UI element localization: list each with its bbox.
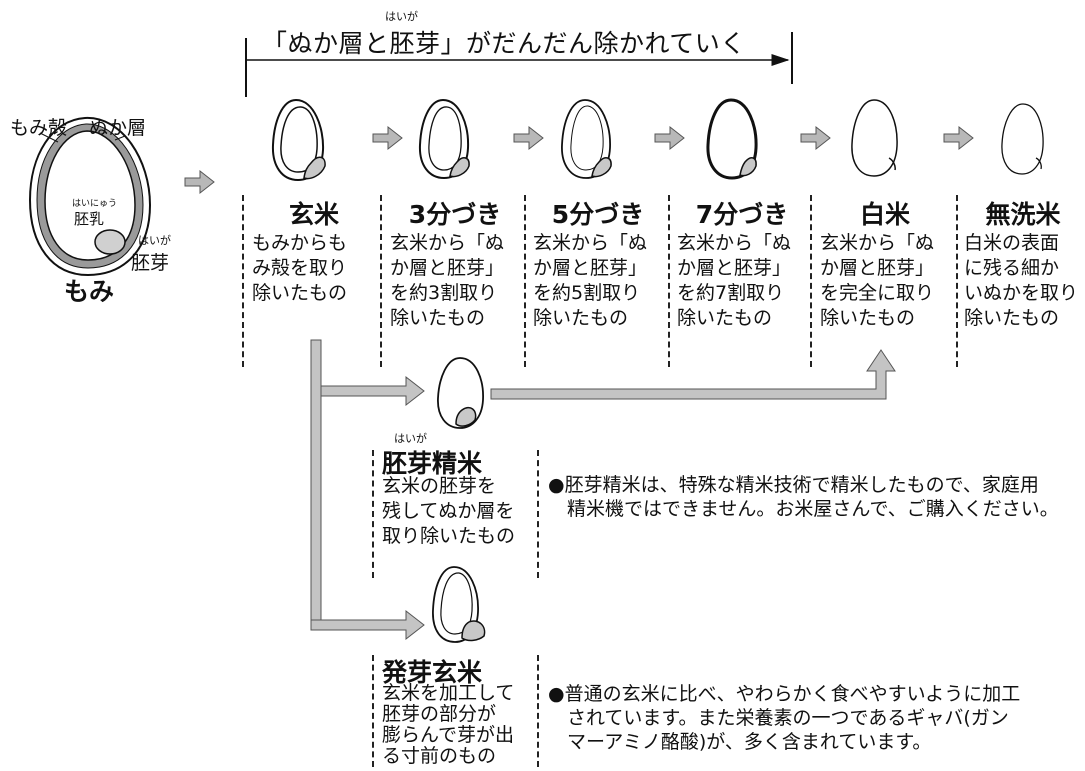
note-line: ●胚芽精米は、特殊な精米技術で精米したもので、家庭用	[548, 474, 1039, 496]
stage-desc-line: み殻を取り	[252, 257, 348, 279]
stage-title: 玄米	[288, 200, 339, 229]
grain-hakumai	[851, 99, 898, 177]
stage-desc-line: 除いたもの	[533, 307, 629, 329]
stage-desc-line: か層と胚芽」	[820, 257, 935, 279]
desc-line: 玄米の胚芽を	[382, 475, 497, 497]
separator-3	[668, 195, 670, 367]
momi-hull-label: もみ殻	[10, 117, 68, 139]
branch-trunk	[310, 339, 322, 631]
stage-genmai: 玄米 もみからも み殻を取り 除いたもの	[252, 195, 376, 306]
desc-line: 玄米を加工して	[382, 682, 515, 704]
branch-arrows	[310, 339, 896, 641]
separator-2	[524, 195, 526, 367]
grain-musenmai	[1001, 103, 1044, 175]
haiga-separator-left	[372, 450, 374, 578]
haiga-seimai-note: ●胚芽精米は、特殊な精米技術で精米したもので、家庭用 精米機ではできません。お米…	[548, 473, 1059, 521]
haiga-seimai-ruby: はいが	[394, 432, 427, 445]
desc-line: る寸前のもの	[382, 745, 497, 767]
stage-desc-line: か層と胚芽」	[533, 257, 648, 279]
arrow-to-hatsuga-genmai	[310, 609, 425, 641]
stage-desc-line: 除いたもの	[964, 307, 1060, 329]
stage-hakumai: 白米 玄米から「ぬ か層と胚芽」 を完全に取り 除いたもの	[820, 195, 950, 331]
separator-5	[956, 195, 958, 367]
arrow-3	[654, 125, 685, 151]
stage-desc-line: を完全に取り	[820, 282, 935, 304]
stage-desc-line: 除いたもの	[390, 307, 486, 329]
grain-genmai	[271, 98, 326, 182]
stage-5bu: 5分づき 玄米から「ぬ か層と胚芽」 を約5割取り 除いたもの	[533, 195, 663, 331]
stage-7bu: 7分づき 玄米から「ぬ か層と胚芽」 を約7割取り 除いたもの	[677, 195, 807, 331]
title-ruby-haiga: はいが	[385, 10, 418, 23]
stage-title: 5分づき	[551, 200, 645, 229]
hatsuga-genmai-title: 発芽玄米	[382, 658, 483, 687]
momi-grain-illustration	[28, 116, 152, 277]
momi-germ-ruby: はいが	[138, 234, 171, 247]
stage-desc-line: に残る細か	[964, 257, 1060, 279]
block-arrows-row	[184, 125, 974, 195]
stage-desc-line: 除いたもの	[820, 307, 916, 329]
stage-desc-line: もみからも	[252, 232, 348, 254]
hatsuga-genmai-desc: 玄米を加工して 胚芽の部分が 膨らんで芽が出 る寸前のもの	[382, 683, 514, 767]
stage-title: 白米	[859, 200, 910, 229]
desc-line: 残してぬか層を	[382, 500, 515, 522]
stage-title: 3分づき	[408, 200, 502, 229]
note-line: マーアミノ酪酸)が、多く含まれています。	[567, 731, 932, 753]
stage-desc-line: 除いたもの	[252, 282, 348, 304]
stage-desc-line: 白米の表面	[964, 232, 1060, 254]
grain-hatsuga-genmai	[432, 566, 486, 643]
separator-0	[242, 195, 244, 367]
grain-5bu	[561, 99, 612, 179]
arrow-momi-to-genmai	[184, 169, 215, 195]
stage-desc-line: 玄米から「ぬ	[390, 232, 505, 254]
stage-musenmai: 無洗米 白米の表面 に残る細か いぬかを取り 除いたもの	[964, 195, 1082, 331]
arrow-haiga-to-hakumai	[490, 349, 896, 400]
stage-title: 無洗米	[985, 200, 1061, 229]
note-line: ●普通の玄米に比べ、やわらかく食べやすいように加工	[548, 683, 1021, 705]
note-line: 精米機ではできません。お米屋さんで、ご購入ください。	[567, 498, 1059, 520]
separator-4	[810, 195, 812, 367]
arrow-5	[943, 125, 974, 151]
arrow-4	[800, 125, 831, 151]
hatsuga-separator-right	[537, 655, 539, 767]
separator-1	[380, 195, 382, 367]
momi-endosperm-ruby: はいにゅう	[72, 199, 118, 209]
stage-desc-line: を約3割取り	[390, 282, 498, 304]
desc-line: 胚芽の部分が	[382, 703, 497, 725]
stage-desc-line: か層と胚芽」	[677, 257, 792, 279]
stage-desc-line: か層と胚芽」	[390, 257, 505, 279]
hatsuga-genmai-note: ●普通の玄米に比べ、やわらかく食べやすいように加工 されています。また栄養素の一…	[548, 682, 1020, 754]
note-line: されています。また栄養素の一つであるギャバ(ガン	[567, 707, 1009, 729]
grain-3bu	[418, 98, 470, 180]
momi-germ-shape	[94, 229, 126, 255]
stage-3bu: 3分づき 玄米から「ぬ か層と胚芽」 を約3割取り 除いたもの	[390, 195, 520, 331]
stage-desc-line: を約7割取り	[677, 282, 785, 304]
momi-bran-label: ぬか層	[89, 117, 147, 139]
haiga-separator-right	[537, 450, 539, 578]
arrow-1	[372, 125, 403, 151]
grain-7bu	[706, 98, 758, 180]
stage-desc-line: 玄米から「ぬ	[820, 232, 935, 254]
arrow-to-haiga-seimai	[320, 375, 425, 407]
stage-title: 7分づき	[695, 200, 789, 229]
stage-desc-line: 除いたもの	[677, 307, 773, 329]
stage-desc-line: 玄米から「ぬ	[677, 232, 792, 254]
stage-desc-line: いぬかを取り	[964, 282, 1079, 304]
desc-line: 取り除いたもの	[382, 525, 516, 547]
grain-haiga-seimai	[437, 357, 484, 429]
haiga-seimai-title: 胚芽精米	[382, 449, 483, 478]
momi-germ-label: 胚芽	[131, 252, 170, 274]
momi-name-label: もみ	[64, 277, 115, 306]
diagram-title: 「ぬか層と胚芽」がだんだん除かれていく	[262, 29, 746, 58]
stage-desc-line: 玄米から「ぬ	[533, 232, 648, 254]
arrow-2	[513, 125, 544, 151]
desc-line: 膨らんで芽が出	[382, 724, 515, 746]
haiga-seimai-desc: 玄米の胚芽を 残してぬか層を 取り除いたもの	[382, 474, 515, 549]
hatsuga-separator-left	[372, 655, 374, 767]
stage-desc-line: を約5割取り	[533, 282, 641, 304]
momi-endosperm-label: 胚乳	[74, 210, 105, 228]
